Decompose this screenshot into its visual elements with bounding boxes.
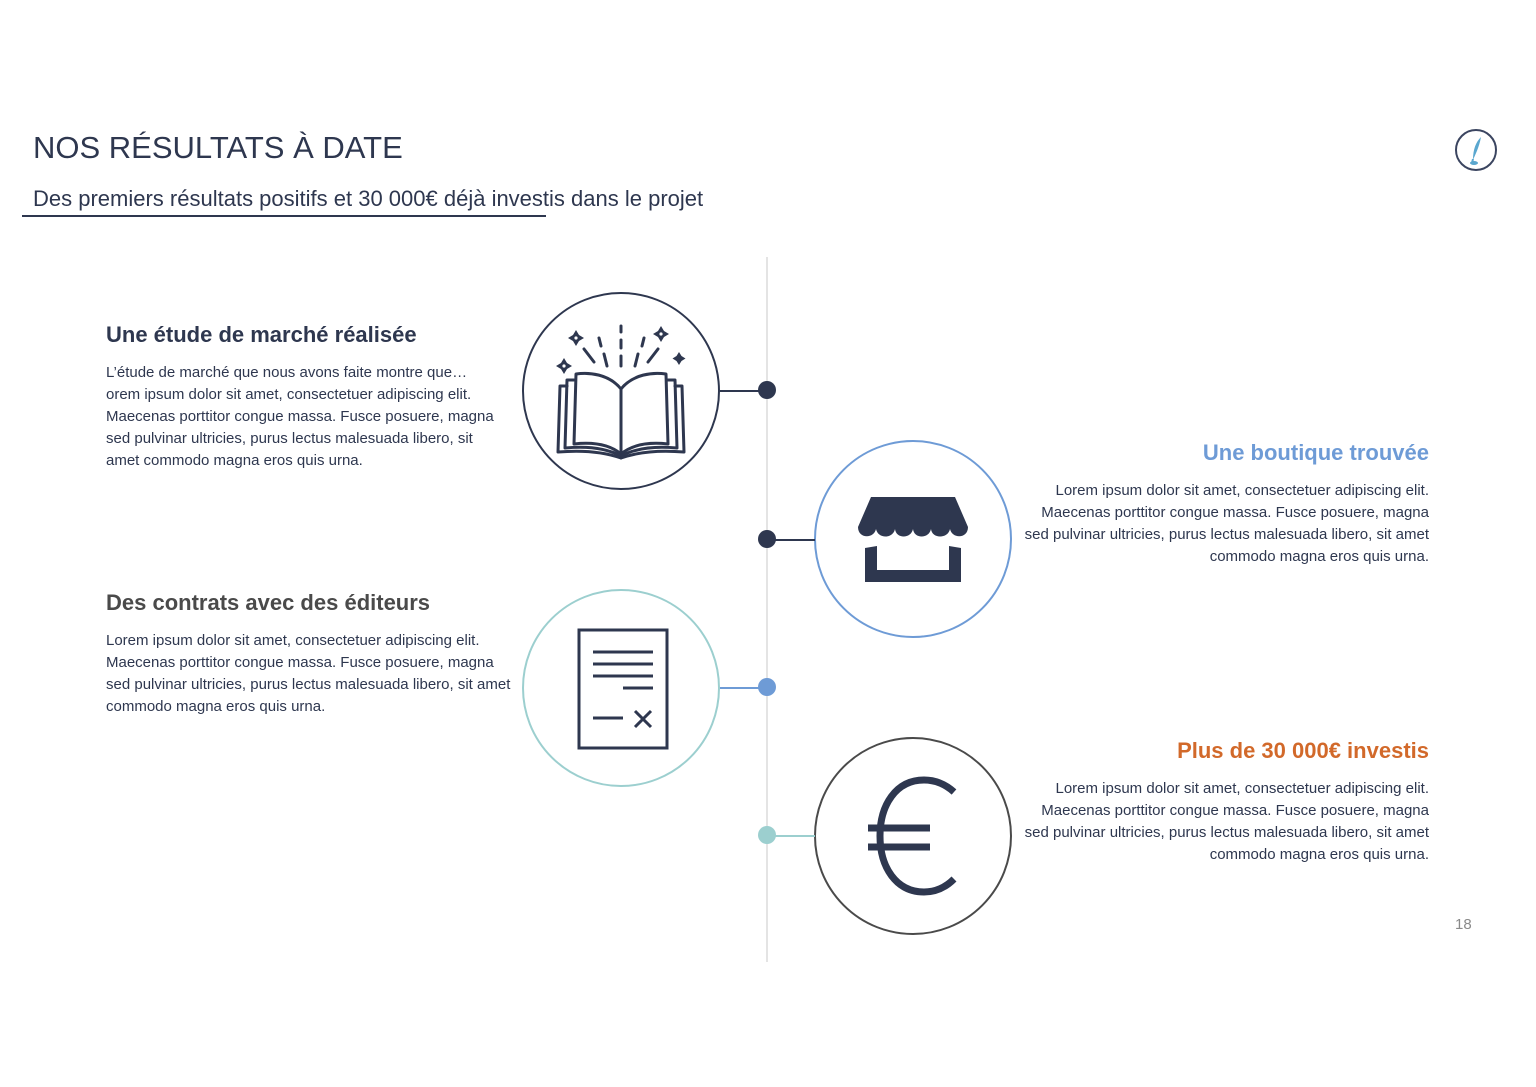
subtitle-underline (22, 215, 546, 217)
timeline-item-1-heading: Une étude de marché réalisée (106, 322, 417, 347)
page-title: NOS RÉSULTATS À DATE (33, 130, 403, 165)
timeline-item-3-body: Lorem ipsum dolor sit amet, consectetuer… (106, 632, 511, 715)
timeline-item-1-text: Une étude de marché réalisée L’étude de … (106, 322, 516, 472)
timeline-item-2-connector (768, 539, 815, 541)
timeline-item-2-dot (758, 530, 776, 548)
timeline-item-3-connector (720, 687, 767, 689)
timeline-item-2-heading: Une boutique trouvée (1202, 440, 1429, 465)
open-book-sparkles-icon (556, 324, 686, 460)
contract-document-icon (577, 628, 669, 750)
timeline-item-4-dot (758, 826, 776, 844)
timeline-item-4-heading: Plus de 30 000€ investis (1177, 738, 1429, 763)
timeline-item-4-text: Plus de 30 000€ investis Lorem ipsum dol… (1020, 738, 1429, 866)
euro-icon (868, 776, 957, 896)
timeline-item-3-circle (522, 589, 720, 787)
timeline-item-1-body: L’étude de marché que nous avons faite m… (106, 364, 494, 469)
timeline-item-1-dot (758, 381, 776, 399)
timeline-item-4-body: Lorem ipsum dolor sit amet, consectetuer… (1024, 780, 1429, 863)
timeline-item-4-circle (814, 737, 1012, 935)
timeline-item-2-circle (814, 440, 1012, 638)
timeline-item-3-heading: Des contrats avec des éditeurs (106, 590, 431, 615)
page-subtitle: Des premiers résultats positifs et 30 00… (33, 186, 704, 211)
quill-feather-icon (1455, 129, 1497, 171)
timeline-item-3-text: Des contrats avec des éditeurs Lorem ips… (106, 590, 516, 718)
timeline-item-4-connector (768, 835, 815, 837)
timeline-item-2-body: Lorem ipsum dolor sit amet, consectetuer… (1024, 482, 1429, 565)
timeline-item-1-circle (522, 292, 720, 490)
page-number: 18 (1455, 916, 1472, 933)
timeline-item-3-dot (758, 678, 776, 696)
timeline-item-2-text: Une boutique trouvée Lorem ipsum dolor s… (1020, 440, 1429, 568)
storefront-icon (858, 497, 968, 582)
timeline-item-1-connector (720, 390, 767, 392)
timeline-axis (766, 257, 768, 962)
